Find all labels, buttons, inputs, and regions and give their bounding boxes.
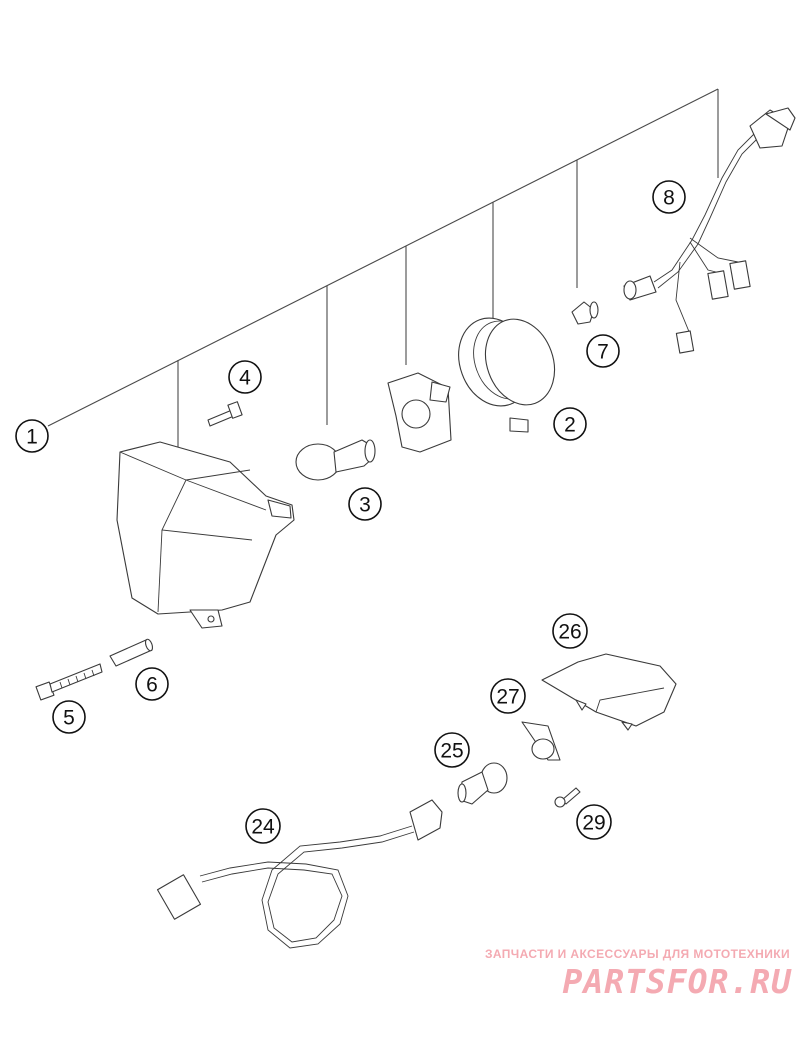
tail-light-lens — [541, 653, 677, 731]
svg-text:8: 8 — [663, 187, 675, 210]
watermark-tagline: ЗАПЧАСТИ И АКСЕССУАРЫ ДЛЯ МОТОТЕХНИКИ — [484, 947, 790, 961]
callout-4: 4 — [228, 360, 262, 394]
callout-2: 2 — [553, 407, 587, 441]
svg-text:6: 6 — [146, 674, 158, 697]
rubber-boot — [458, 317, 556, 433]
svg-text:26: 26 — [558, 621, 581, 644]
callout-1: 1 — [15, 419, 49, 453]
headlight-bulb — [295, 439, 376, 481]
watermark-logo: PARTSFOR.RU — [562, 962, 792, 1001]
callout-7: 7 — [586, 334, 620, 368]
callout-3: 3 — [348, 487, 382, 521]
headlight-housing — [116, 441, 295, 629]
wiring-harness — [623, 107, 796, 354]
svg-text:2: 2 — [564, 414, 576, 437]
parking-bulb — [571, 301, 599, 325]
tail-screw — [554, 787, 581, 808]
svg-text:7: 7 — [597, 341, 609, 364]
spacer-sleeve — [109, 638, 154, 667]
tail-bulb — [457, 762, 508, 805]
bulb-holder-plate — [387, 372, 452, 453]
svg-text:24: 24 — [251, 816, 275, 839]
svg-text:25: 25 — [440, 740, 463, 763]
callout-27: 27 — [490, 678, 526, 714]
svg-text:27: 27 — [496, 686, 519, 709]
callout-24: 24 — [245, 808, 281, 844]
svg-text:1: 1 — [26, 426, 38, 449]
svg-text:5: 5 — [63, 707, 75, 730]
callout-6: 6 — [135, 667, 169, 701]
callout-8: 8 — [652, 180, 686, 214]
callout-26: 26 — [552, 613, 588, 649]
screw-small — [207, 401, 243, 427]
assembly-leader-lines — [47, 88, 719, 447]
svg-text:4: 4 — [239, 367, 251, 390]
svg-text:3: 3 — [359, 494, 371, 517]
long-bolt — [35, 663, 103, 701]
callout-5: 5 — [52, 700, 86, 734]
tail-bulb-holder — [521, 721, 561, 761]
svg-text:29: 29 — [582, 812, 605, 835]
tail-wiring-harness — [156, 799, 443, 949]
callout-25: 25 — [434, 732, 470, 768]
callout-29: 29 — [576, 804, 612, 840]
